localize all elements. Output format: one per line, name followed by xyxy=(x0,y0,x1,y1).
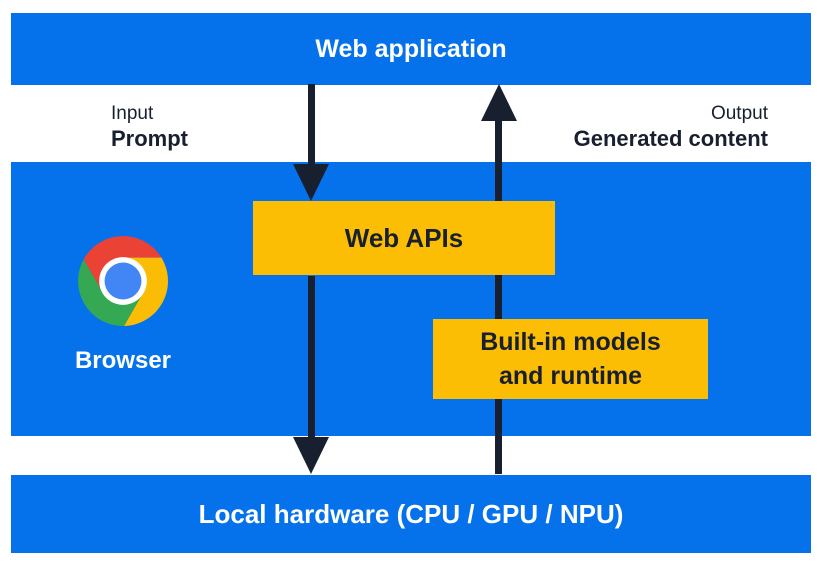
output-label-group: Output Generated content xyxy=(574,102,768,152)
output-label: Output xyxy=(710,103,768,124)
input-label-group: Input Prompt xyxy=(111,102,188,152)
web-application-band: Web application xyxy=(11,13,811,85)
output-up-arrowhead-icon xyxy=(481,84,517,121)
builtin-models-box: Built-in models and runtime xyxy=(433,319,708,399)
local-hardware-label: Local hardware (CPU / GPU / NPU) xyxy=(198,498,624,529)
web-apis-label: Web APIs xyxy=(344,222,464,253)
prompt-down-arrowhead-icon xyxy=(293,164,329,201)
generated-content-label: Generated content xyxy=(573,126,768,151)
prompt-down-arrow-line-lower xyxy=(308,276,315,440)
prompt-label: Prompt xyxy=(111,126,188,151)
output-up-arrow-line xyxy=(495,119,502,474)
web-application-label: Web application xyxy=(315,34,507,63)
builtin-models-label-line2: and runtime xyxy=(498,362,643,390)
browser-label: Browser xyxy=(74,347,172,374)
input-label: Input xyxy=(111,103,154,124)
local-hardware-band: Local hardware (CPU / GPU / NPU) xyxy=(11,475,811,553)
builtin-models-label-line1: Built-in models xyxy=(480,328,661,356)
chrome-logo-icon xyxy=(78,236,168,326)
prompt-down-arrow-line-upper xyxy=(308,84,315,166)
web-apis-box: Web APIs xyxy=(253,201,555,275)
prompt-down-arrowhead-bottom-icon xyxy=(293,437,329,474)
